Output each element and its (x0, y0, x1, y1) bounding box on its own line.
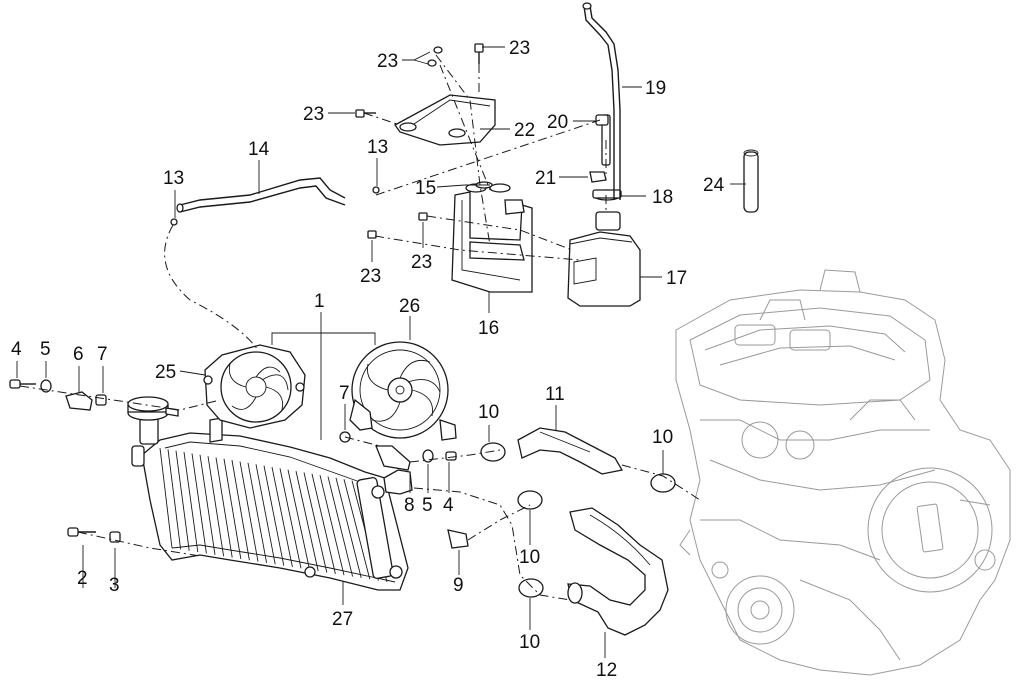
radiator-fin (327, 476, 354, 577)
hose-fitting (595, 114, 611, 166)
radiator-fin (255, 464, 276, 565)
radiator-fin (175, 450, 190, 551)
nut-21 (589, 171, 607, 183)
callout-15: 15 (415, 178, 436, 199)
radiator-fin (343, 479, 371, 580)
radiator-fin (159, 447, 173, 549)
radiator-fin (271, 466, 293, 568)
callout-25: 25 (155, 362, 176, 383)
radiator-fin (239, 461, 259, 562)
hose-clamps (480, 442, 676, 598)
callout-23: 23 (303, 104, 324, 125)
radiator-fin (191, 453, 207, 554)
callout-23: 23 (360, 266, 381, 287)
callout-19: 19 (645, 78, 666, 99)
radiator-hose-12 (567, 507, 669, 636)
callout-10: 10 (519, 547, 540, 568)
callout-6: 6 (73, 344, 84, 365)
callout-5: 5 (40, 339, 51, 360)
radiator-fin (183, 452, 199, 553)
radiator-fin (319, 475, 345, 576)
callout-10: 10 (478, 402, 499, 423)
radiator-fin (263, 465, 285, 566)
callout-27: 27 (332, 609, 353, 630)
callout-13: 13 (367, 137, 388, 158)
callout-3: 3 (109, 575, 120, 596)
radiator-fin (295, 471, 319, 572)
radiator-fin (223, 458, 242, 559)
callout-12: 12 (596, 660, 617, 681)
callout-13: 13 (163, 168, 184, 189)
radiator-fin (335, 477, 362, 579)
radiator-fin (167, 449, 182, 550)
callout-14: 14 (248, 139, 270, 160)
callout-26: 26 (399, 296, 420, 317)
callout-labels: 1 2 3 4 4 5 5 6 7 7 8 9 10 10 10 10 11 1… (11, 38, 725, 681)
callout-23: 23 (509, 38, 530, 59)
cooling-fan-right (349, 341, 457, 441)
radiator-fin (247, 462, 268, 564)
callout-24: 24 (703, 175, 725, 196)
coolant-reservoir (567, 189, 641, 307)
callout-4: 4 (11, 339, 22, 360)
callout-23: 23 (377, 51, 398, 72)
radiator-fin (303, 472, 328, 573)
callout-7: 7 (97, 344, 108, 365)
leader-lines (16, 46, 746, 658)
callout-22: 22 (514, 120, 535, 141)
callout-8: 8 (404, 495, 415, 516)
radiator-fin (207, 456, 225, 557)
engine-block (675, 269, 1011, 676)
radiator-fin (231, 460, 250, 561)
callout-16: 16 (478, 318, 499, 339)
radiator-fin (279, 468, 302, 569)
breather-hose (582, 2, 621, 200)
callout-7: 7 (339, 383, 350, 404)
callout-4: 4 (443, 495, 454, 516)
radiator-fin (311, 473, 336, 574)
callout-2: 2 (77, 568, 88, 589)
tube-24 (743, 149, 759, 213)
bracket-22 (394, 94, 496, 146)
callout-21: 21 (535, 168, 556, 189)
cooling-fan-left (203, 344, 306, 429)
radiator-fin (287, 469, 311, 570)
radiator-core (131, 411, 413, 591)
bracket-16 (451, 183, 533, 293)
radiator-hose-11 (517, 427, 624, 475)
callout-11: 11 (545, 384, 565, 405)
callout-5: 5 (422, 495, 433, 516)
overflow-hose-14 (176, 177, 346, 213)
callout-23: 23 (411, 252, 432, 273)
radiator-fin (199, 454, 216, 555)
callout-17: 17 (666, 268, 687, 289)
callout-20: 20 (547, 112, 568, 133)
assembly-lines (19, 54, 701, 601)
callout-10: 10 (519, 632, 540, 653)
radiator-fin (215, 457, 233, 558)
callout-10: 10 (652, 427, 673, 448)
callout-18: 18 (652, 187, 673, 208)
callout-1: 1 (314, 291, 325, 312)
callout-9: 9 (453, 575, 464, 596)
